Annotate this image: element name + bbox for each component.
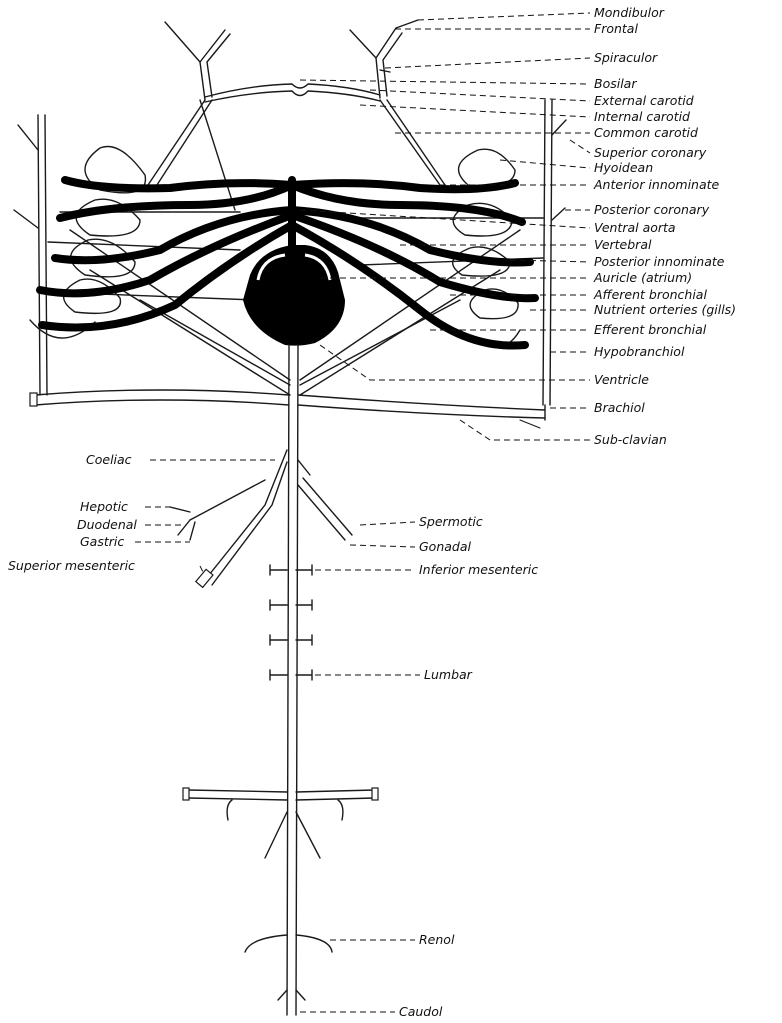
label-basilar: Bosilar [594, 76, 637, 91]
label-mandibular: Mondibulor [594, 5, 665, 20]
label-spermatic: Spermotic [419, 514, 483, 529]
head-vessels [148, 20, 447, 188]
label-posterior-innominate: Posterior innominate [594, 254, 725, 269]
label-nutrient-arteries: Nutrient orteries (gills) [594, 302, 736, 317]
label-spiracular: Spiraculor [594, 50, 658, 65]
label-anterior-innominate: Anterior innominate [593, 177, 720, 192]
label-common-carotid: Common carotid [594, 125, 698, 140]
label-vertebral: Vertebral [594, 237, 652, 252]
label-caudal: Caudol [399, 1004, 443, 1019]
label-ventral-aorta: Ventral aorta [594, 220, 676, 235]
label-sub-clavian: Sub-clavian [594, 432, 667, 447]
label-hypobranchial: Hypobranchiol [594, 344, 685, 359]
label-duodenal: Duodenal [77, 517, 137, 532]
label-superior-mesenteric: Superior mesenteric [8, 558, 135, 573]
label-gonadal: Gonadal [419, 539, 472, 554]
labels: Mondibulor Frontal Spiraculor Bosilar Ex… [8, 5, 736, 1019]
label-auricle: Auricle (atrium) [593, 270, 692, 285]
label-efferent-branchial: Efferent bronchial [594, 322, 707, 337]
label-posterior-coronary: Posterior coronary [594, 202, 710, 217]
label-lumbar: Lumbar [424, 667, 473, 682]
label-frontal: Frontal [594, 21, 638, 36]
label-external-carotid: External carotid [594, 93, 694, 108]
label-renal: Renol [419, 932, 455, 947]
label-gastric: Gastric [80, 534, 124, 549]
label-coeliac: Coeliac [86, 452, 132, 467]
label-hyoidean: Hyoidean [594, 160, 653, 175]
label-internal-carotid: Internal carotid [594, 109, 690, 124]
label-hepatic: Hepotic [80, 499, 128, 514]
heart [243, 245, 345, 346]
label-inferior-mesenteric: Inferior mesenteric [419, 562, 538, 577]
label-afferent-branchial: Afferent bronchial [593, 287, 707, 302]
label-brachial: Brachiol [594, 400, 645, 415]
label-superior-coronary: Superior coronary [594, 145, 707, 160]
label-ventricle: Ventricle [594, 372, 649, 387]
